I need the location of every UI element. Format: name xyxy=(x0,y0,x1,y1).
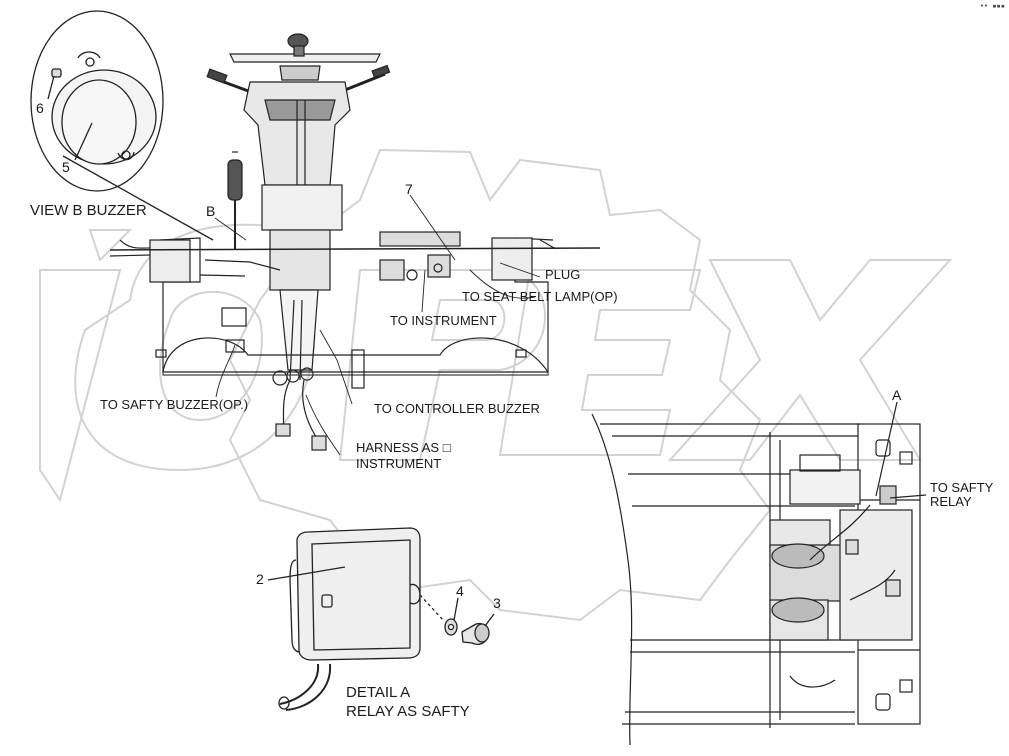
harness-label-line2: INSTRUMENT xyxy=(356,456,442,471)
corner-mark: •• ▪▪▪ xyxy=(979,2,1005,10)
callout-4: 4 xyxy=(456,583,464,599)
relay-as-safty-label: RELAY AS SAFTY xyxy=(346,703,470,720)
dash-panel xyxy=(109,231,601,389)
callout-6: 6 xyxy=(36,100,44,116)
seat-belt-lamp-label: TO SEAT BELT LAMP(OP) xyxy=(462,289,618,304)
safty-relay-label-line2: RELAY xyxy=(930,494,972,509)
callout-2: 2 xyxy=(256,571,264,587)
callout-a: A xyxy=(892,387,902,403)
safty-buzzer-label: TO SAFTY BUZZER(OP.) xyxy=(100,397,249,412)
controller-buzzer-label: TO CONTROLLER BUZZER xyxy=(374,401,540,416)
instrument-label: TO INSTRUMENT xyxy=(390,313,497,328)
relay-detail xyxy=(267,527,495,711)
leader-lines xyxy=(214,194,541,456)
harness-label-line1: HARNESS AS □ xyxy=(356,440,451,455)
callout-3: 3 xyxy=(493,595,501,611)
safty-relay-label-line1: TO SAFTY xyxy=(930,480,994,495)
callout-b: B xyxy=(206,203,216,219)
detail-a-label: DETAIL A xyxy=(346,684,411,701)
buzzer-view xyxy=(30,10,214,241)
plug-label: PLUG xyxy=(545,267,581,282)
view-b-buzzer-label: VIEW B BUZZER xyxy=(30,202,147,219)
chassis-view xyxy=(591,401,927,746)
steering-column xyxy=(206,33,391,451)
callout-7: 7 xyxy=(405,181,413,197)
callout-5: 5 xyxy=(62,159,70,175)
